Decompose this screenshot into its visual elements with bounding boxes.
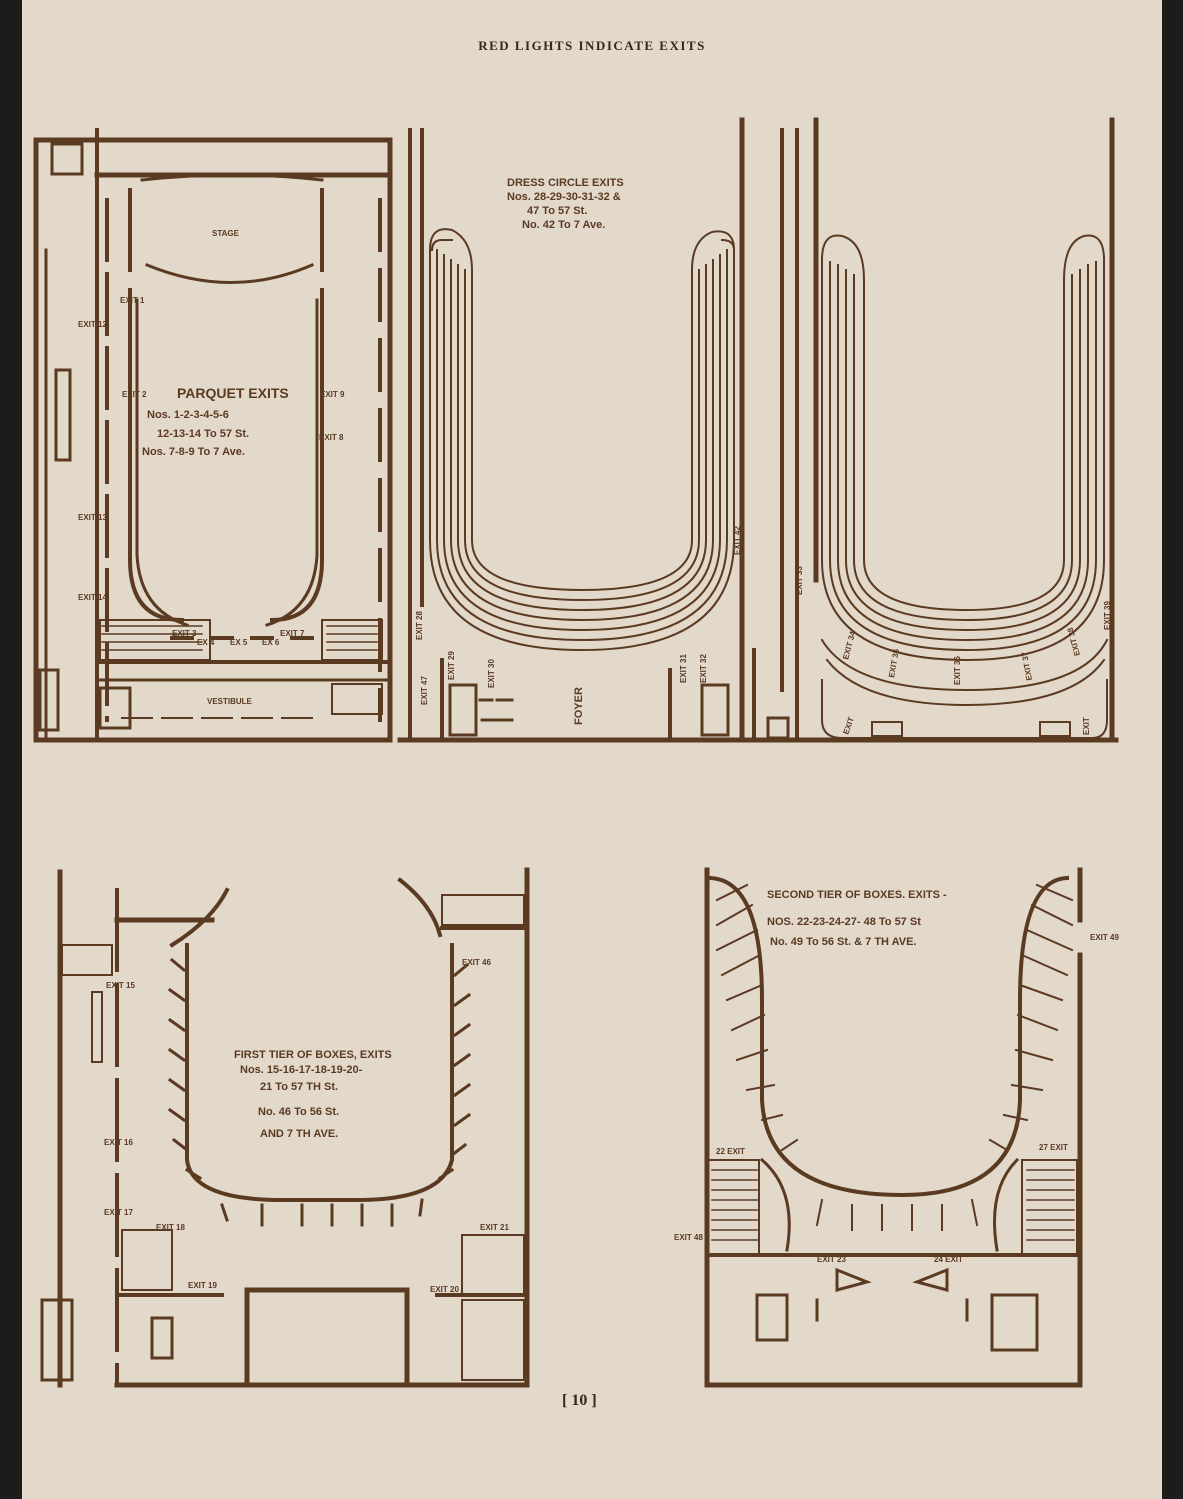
- second-tier-exit-22: 22 EXIT: [716, 1147, 745, 1156]
- balcony-exit-39: EXIT 39: [1103, 601, 1112, 630]
- first-tier-caption-line-5: AND 7 TH AVE.: [260, 1128, 338, 1140]
- program-page: RED LIGHTS INDICATE EXITS: [22, 0, 1162, 1499]
- dress-circle-plan: [397, 117, 749, 743]
- balcony-exit-left: EXIT: [841, 716, 856, 736]
- parquet-exit-4: EX 4: [197, 638, 215, 647]
- dress-circle-caption-line-4: No. 42 To 7 Ave.: [522, 219, 605, 231]
- vestibule-label: VESTIBULE: [207, 697, 253, 706]
- second-tier-caption-line-1: SECOND TIER OF BOXES. EXITS -: [767, 889, 947, 901]
- foyer-label: FOYER: [573, 687, 585, 725]
- second-tier-caption-line-2: NOS. 22-23-24-27- 48 To 57 St: [767, 916, 921, 928]
- first-tier-caption-line-4: No. 46 To 56 St.: [258, 1106, 339, 1118]
- dress-circle-exit-31: EXIT 31: [679, 654, 688, 683]
- parquet-exit-1: EXIT 1: [120, 296, 145, 305]
- parquet-labels: STAGE VESTIBULE PARQUET EXITS Nos. 1-2-3…: [78, 229, 345, 706]
- parquet-exit-6: EX 6: [262, 638, 280, 647]
- first-tier-labels: FIRST TIER OF BOXES, EXITS Nos. 15-16-17…: [104, 958, 509, 1294]
- parquet-caption-line-1: PARQUET EXITS: [177, 385, 289, 401]
- second-tier-caption-line-3: No. 49 To 56 St. & 7 TH AVE.: [770, 936, 917, 948]
- dress-circle-caption-line-1: DRESS CIRCLE EXITS: [507, 177, 624, 189]
- parquet-exit-3: EXIT 3: [172, 629, 197, 638]
- first-tier-exit-18: EXIT 18: [156, 1223, 185, 1232]
- parquet-plan: [33, 128, 393, 743]
- parquet-exit-9: EXIT 9: [320, 390, 345, 399]
- balcony-exit-36: EXIT 36: [953, 656, 962, 685]
- first-tier-exit-16: EXIT 16: [104, 1138, 133, 1147]
- dress-circle-exit-30: EXIT 30: [487, 659, 496, 688]
- first-tier-exit-20: EXIT 20: [430, 1285, 459, 1294]
- parquet-exit-7: EXIT 7: [280, 629, 305, 638]
- parquet-exit-14: EXIT 14: [78, 593, 107, 602]
- parquet-exit-2: EXIT 2: [122, 390, 147, 399]
- second-tier-exit-48: EXIT 48: [674, 1233, 703, 1242]
- balcony-exit-33: EXIT 33: [795, 566, 804, 595]
- dress-circle-exit-32: EXIT 32: [699, 654, 708, 683]
- parquet-caption-line-4: Nos. 7-8-9 To 7 Ave.: [142, 446, 245, 458]
- page-title: RED LIGHTS INDICATE EXITS: [478, 38, 706, 53]
- dress-circle-labels: DRESS CIRCLE EXITS Nos. 28-29-30-31-32 &…: [415, 177, 742, 725]
- parquet-caption-line-2: Nos. 1-2-3-4-5-6: [147, 409, 229, 421]
- dress-circle-exit-29: EXIT 29: [447, 651, 456, 680]
- parquet-exit-5: EX 5: [230, 638, 248, 647]
- first-tier-caption-line-3: 21 To 57 TH St.: [260, 1081, 338, 1093]
- dress-circle-exit-47: EXIT 47: [420, 676, 429, 705]
- dress-circle-caption-line-2: Nos. 28-29-30-31-32 &: [507, 191, 621, 203]
- first-tier-exit-46: EXIT 46: [462, 958, 491, 967]
- dress-circle-exit-28: EXIT 28: [415, 611, 424, 640]
- second-tier-exit-27: 27 EXIT: [1039, 1143, 1068, 1152]
- first-tier-plan: [40, 867, 530, 1388]
- balcony-plan: [747, 117, 1119, 743]
- parquet-exit-8: EXIT 8: [319, 433, 344, 442]
- balcony-exit-35: EXIT 35: [887, 648, 901, 679]
- second-tier-exit-24: 24 EXIT: [934, 1255, 963, 1264]
- floor-plans: STAGE VESTIBULE PARQUET EXITS Nos. 1-2-3…: [33, 117, 1119, 1388]
- stage-label: STAGE: [212, 229, 240, 238]
- balcony-exit-right: EXIT: [1082, 717, 1091, 735]
- parquet-exit-13: EXIT 13: [78, 513, 107, 522]
- parquet-exit-12: EXIT 12: [78, 320, 107, 329]
- dress-circle-caption-line-3: 47 To 57 St.: [527, 205, 587, 217]
- second-tier-exit-23: EXIT 23: [817, 1255, 846, 1264]
- first-tier-exit-21: EXIT 21: [480, 1223, 509, 1232]
- second-tier-exit-49: EXIT 49: [1090, 933, 1119, 942]
- parquet-caption-line-3: 12-13-14 To 57 St.: [157, 428, 249, 440]
- dress-circle-exit-42: EXIT 42: [733, 526, 742, 555]
- first-tier-caption-line-1: FIRST TIER OF BOXES, EXITS: [234, 1049, 392, 1061]
- first-tier-exit-17: EXIT 17: [104, 1208, 133, 1217]
- second-tier-labels: SECOND TIER OF BOXES. EXITS - NOS. 22-23…: [674, 889, 1119, 1264]
- balcony-exit-37: EXIT 37: [1020, 651, 1034, 682]
- first-tier-exit-15: EXIT 15: [106, 981, 135, 990]
- first-tier-caption-line-2: Nos. 15-16-17-18-19-20-: [240, 1064, 363, 1076]
- first-tier-exit-19: EXIT 19: [188, 1281, 217, 1290]
- balcony-exit-38: EXIT 38: [1066, 626, 1082, 657]
- balcony-exit-34: EXIT 34: [841, 630, 857, 661]
- page-number: [ 10 ]: [562, 1392, 597, 1409]
- second-tier-plan: [704, 867, 1083, 1388]
